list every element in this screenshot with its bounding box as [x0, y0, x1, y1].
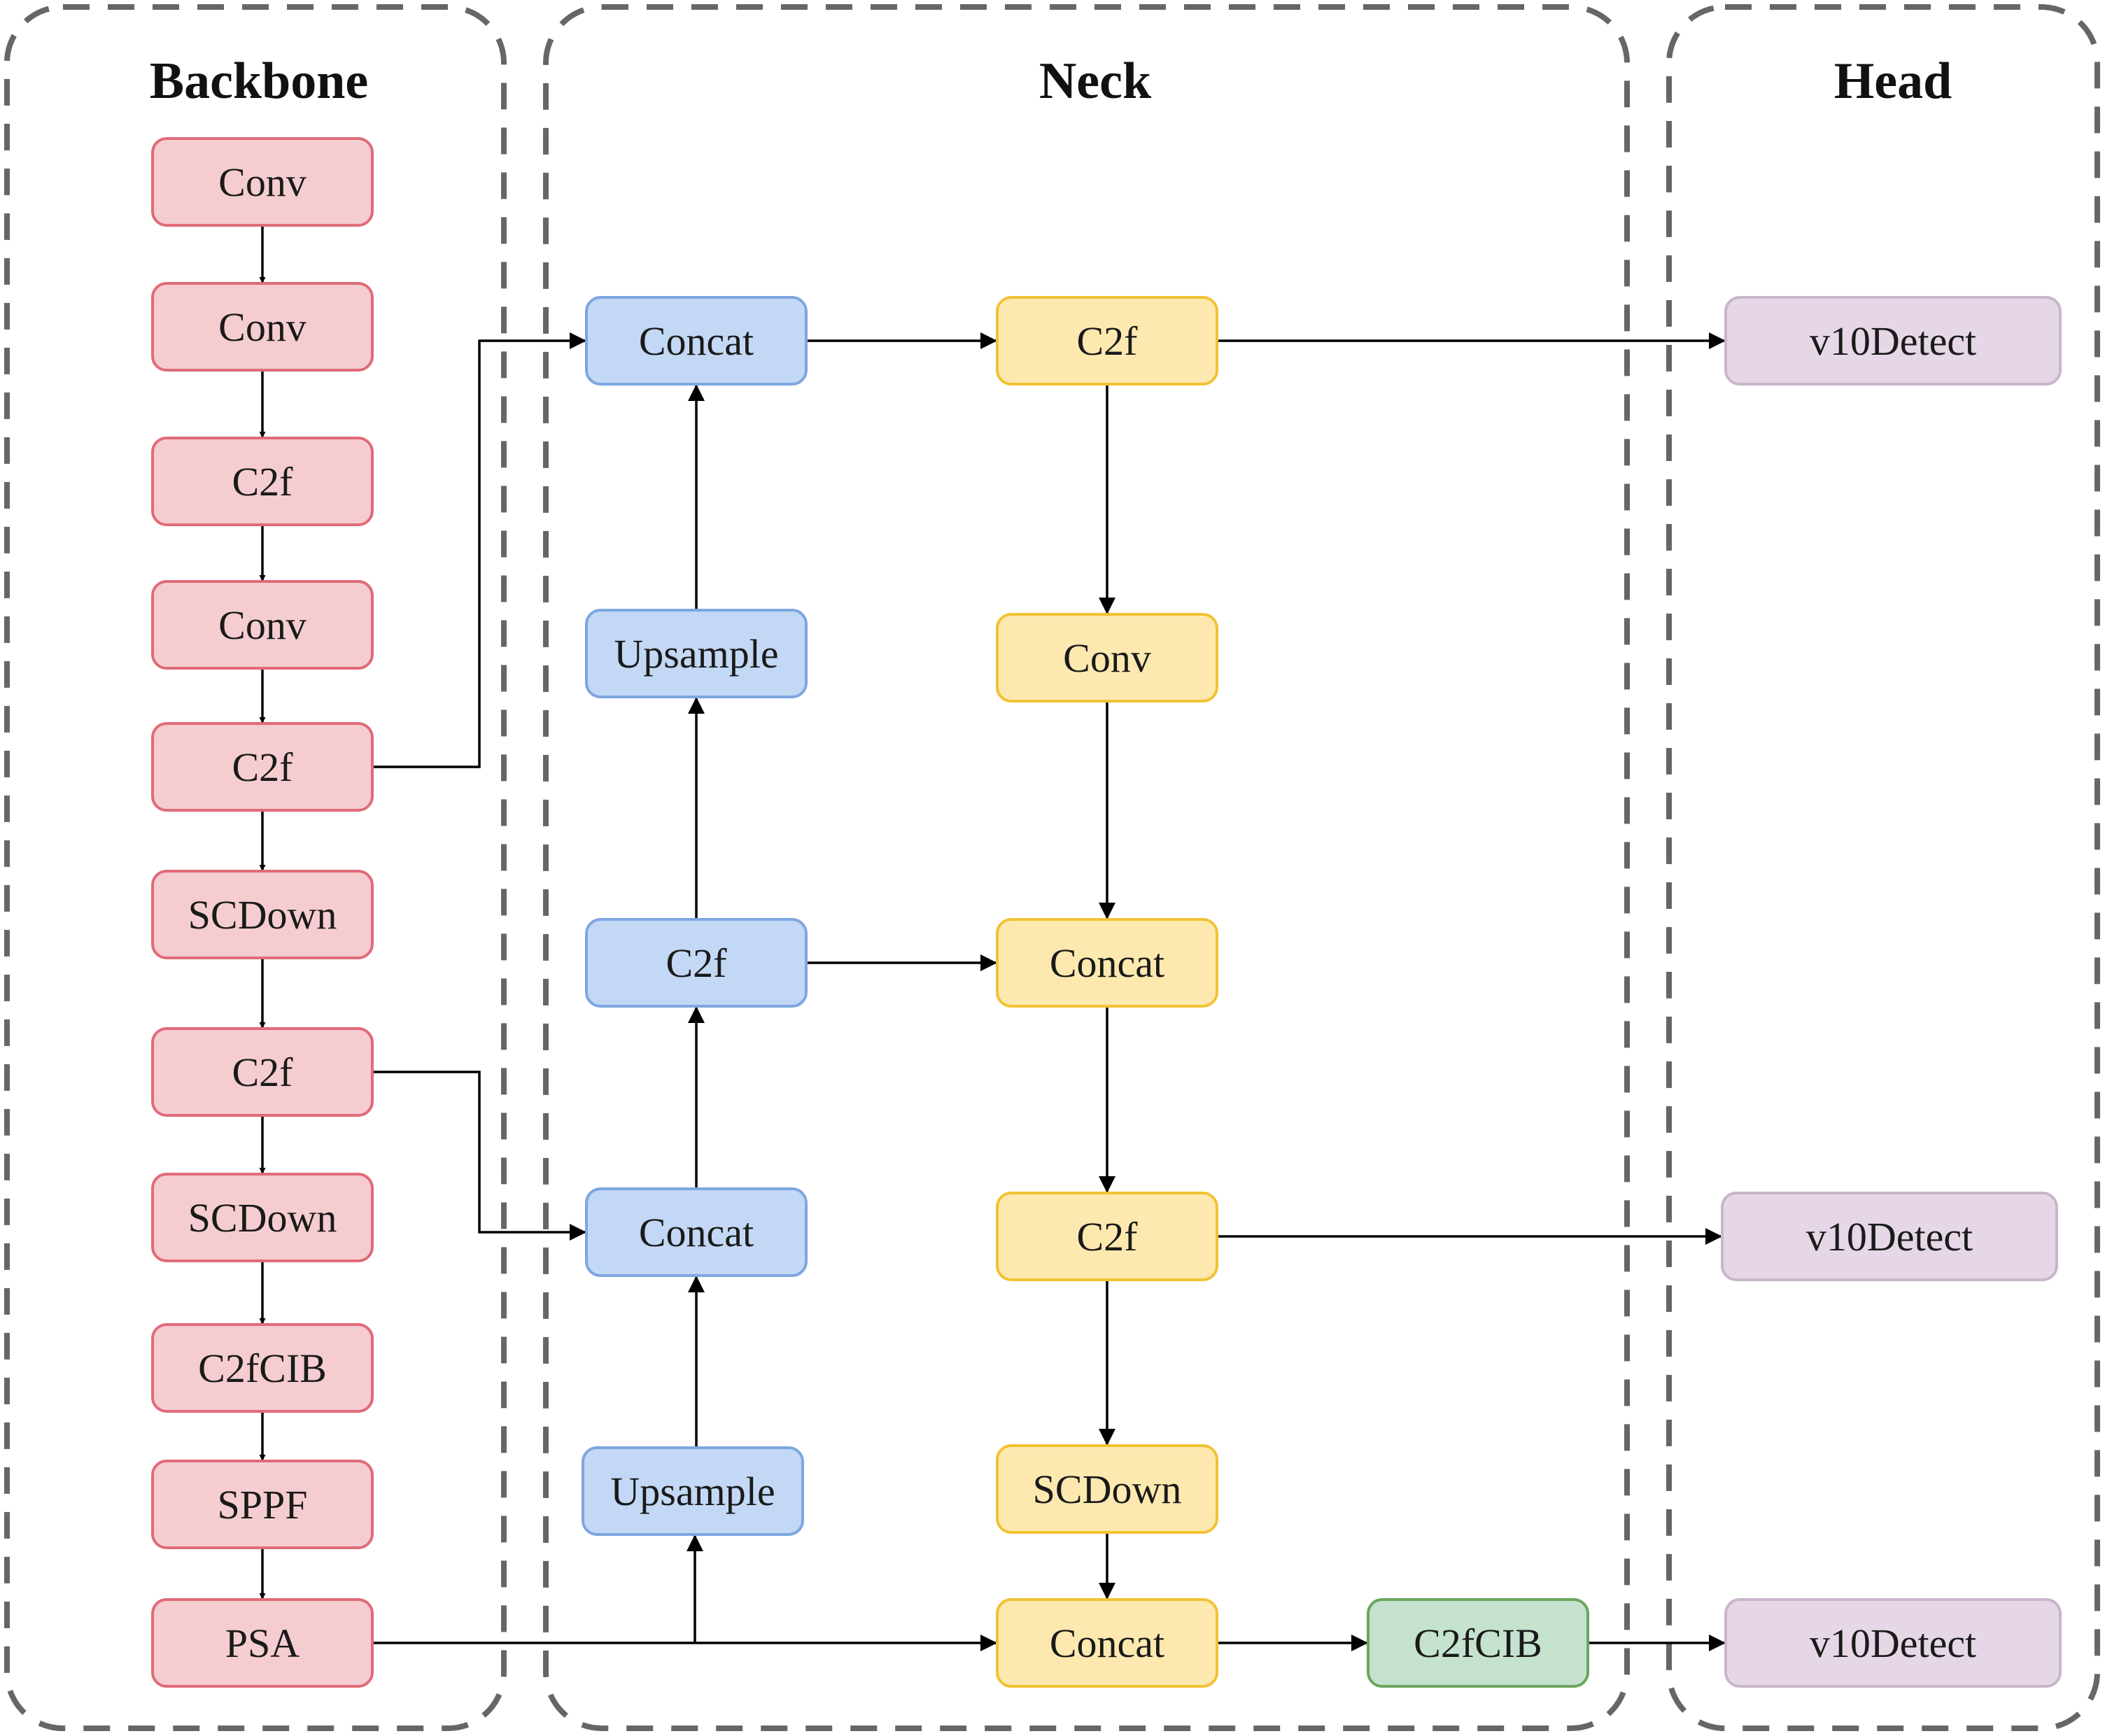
- nodes-layer: ConvConvC2fConvC2fSCDownC2fSCDownC2fCIBS…: [151, 137, 2062, 1688]
- node-nk-upsample-top: Upsample: [585, 609, 808, 698]
- edge-bb-c2f3-to-nk-concat-mid: [372, 1071, 586, 1241]
- node-bb-scdown1: SCDown: [151, 870, 374, 959]
- node-label: C2f: [1077, 1214, 1139, 1259]
- node-label: Concat: [639, 318, 754, 364]
- node-box: [1724, 1598, 2062, 1688]
- node-box: [1724, 296, 2062, 386]
- node-box: [151, 282, 374, 372]
- head-title: Head: [1834, 52, 1952, 110]
- node-nk-c2f-top: C2f: [996, 296, 1218, 386]
- node-box: [996, 1598, 1218, 1688]
- node-label: C2f: [232, 459, 294, 504]
- backbone-panel: [4, 4, 507, 1731]
- node-bb-conv1: Conv: [151, 137, 374, 227]
- node-label: PSA: [225, 1621, 300, 1666]
- head-panel: [1666, 4, 2100, 1731]
- node-label: Upsample: [614, 631, 778, 677]
- node-nk-c2f-blue: C2f: [585, 918, 808, 1008]
- node-bb-conv3: Conv: [151, 580, 374, 670]
- node-nk-concat-mid: Concat: [585, 1187, 808, 1277]
- neck-panel: [543, 4, 1630, 1731]
- node-label: SCDown: [1033, 1467, 1182, 1512]
- edges-layer: [259, 225, 1726, 1651]
- node-box: [151, 1323, 374, 1413]
- node-label: SCDown: [188, 892, 337, 938]
- node-label: C2f: [666, 940, 728, 986]
- node-label: C2fCIB: [198, 1346, 327, 1391]
- node-label: Concat: [1050, 1621, 1164, 1666]
- node-box: [585, 1187, 808, 1277]
- node-label: v10Detect: [1806, 1214, 1973, 1259]
- node-label: Conv: [218, 304, 307, 350]
- node-bb-conv2: Conv: [151, 282, 374, 372]
- node-nk-upsample-bottom: Upsample: [582, 1446, 804, 1536]
- node-box: [151, 1598, 374, 1688]
- node-label: Concat: [1050, 940, 1164, 986]
- node-hd-detect3: v10Detect: [1724, 1598, 2062, 1688]
- node-label: C2fCIB: [1414, 1621, 1542, 1666]
- node-bb-sppf: SPPF: [151, 1460, 374, 1549]
- node-box: [996, 1444, 1218, 1534]
- node-label: v10Detect: [1810, 1621, 1976, 1666]
- node-label: SPPF: [217, 1482, 307, 1527]
- node-label: Concat: [639, 1210, 754, 1255]
- node-bb-c2f3: C2f: [151, 1027, 374, 1117]
- neck-title: Neck: [1039, 52, 1152, 110]
- node-nk-concat-y1: Concat: [996, 918, 1218, 1008]
- node-nk-concat-top: Concat: [585, 296, 808, 386]
- node-bb-c2f1: C2f: [151, 437, 374, 526]
- node-box: [582, 1446, 804, 1536]
- node-nk-concat-y2: Concat: [996, 1598, 1218, 1688]
- node-box: [996, 918, 1218, 1008]
- node-nk-c2fcib: C2fCIB: [1367, 1598, 1589, 1688]
- node-box: [151, 137, 374, 227]
- node-label: v10Detect: [1810, 318, 1976, 364]
- node-bb-c2fcib: C2fCIB: [151, 1323, 374, 1413]
- node-bb-c2f2: C2f: [151, 722, 374, 812]
- panels-layer: [4, 4, 2100, 1731]
- node-label: C2f: [232, 1050, 294, 1095]
- node-hd-detect2: v10Detect: [1721, 1192, 2058, 1281]
- node-box: [585, 918, 808, 1008]
- titles-layer: Backbone Neck Head: [150, 52, 1952, 110]
- node-bb-scdown2: SCDown: [151, 1173, 374, 1262]
- node-box: [151, 870, 374, 959]
- node-label: Conv: [1063, 635, 1151, 681]
- node-bb-psa: PSA: [151, 1598, 374, 1688]
- node-box: [151, 1460, 374, 1549]
- node-box: [585, 609, 808, 698]
- node-box: [151, 1027, 374, 1117]
- node-label: C2f: [232, 744, 294, 790]
- node-nk-scdown: SCDown: [996, 1444, 1218, 1534]
- edge-bb-c2f2-to-nk-concat-top: [372, 332, 586, 768]
- node-label: SCDown: [188, 1195, 337, 1241]
- node-box: [585, 296, 808, 386]
- backbone-title: Backbone: [150, 52, 369, 110]
- node-box: [996, 296, 1218, 386]
- node-box: [996, 1192, 1218, 1281]
- node-label: Upsample: [610, 1469, 775, 1514]
- node-box: [151, 722, 374, 812]
- node-box: [1367, 1598, 1589, 1688]
- node-hd-detect1: v10Detect: [1724, 296, 2062, 386]
- node-nk-c2f-mid: C2f: [996, 1192, 1218, 1281]
- node-box: [151, 437, 374, 526]
- node-box: [1721, 1192, 2058, 1281]
- node-label: Conv: [218, 160, 307, 205]
- node-label: Conv: [218, 602, 307, 648]
- node-box: [996, 613, 1218, 703]
- node-box: [151, 580, 374, 670]
- node-label: C2f: [1077, 318, 1139, 364]
- node-box: [151, 1173, 374, 1262]
- node-nk-conv: Conv: [996, 613, 1218, 703]
